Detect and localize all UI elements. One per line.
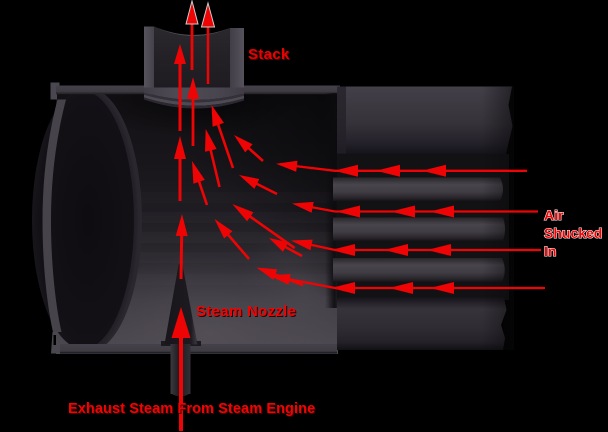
svg-text:Steam Nozzle: Steam Nozzle [196, 303, 296, 320]
svg-text:Shucked: Shucked [544, 225, 602, 241]
svg-text:Stack: Stack [248, 46, 290, 63]
svg-text:Exhaust Steam From Steam Engin: Exhaust Steam From Steam Engine [68, 401, 315, 417]
svg-text:In: In [544, 243, 556, 259]
svg-text:Steam Nozzle: Steam Nozzle [197, 304, 297, 321]
svg-text:Air: Air [544, 207, 564, 223]
svg-text:Exhaust Steam From Steam Engin: Exhaust Steam From Steam Engine [69, 402, 316, 418]
svg-text:Stack: Stack [249, 47, 291, 64]
